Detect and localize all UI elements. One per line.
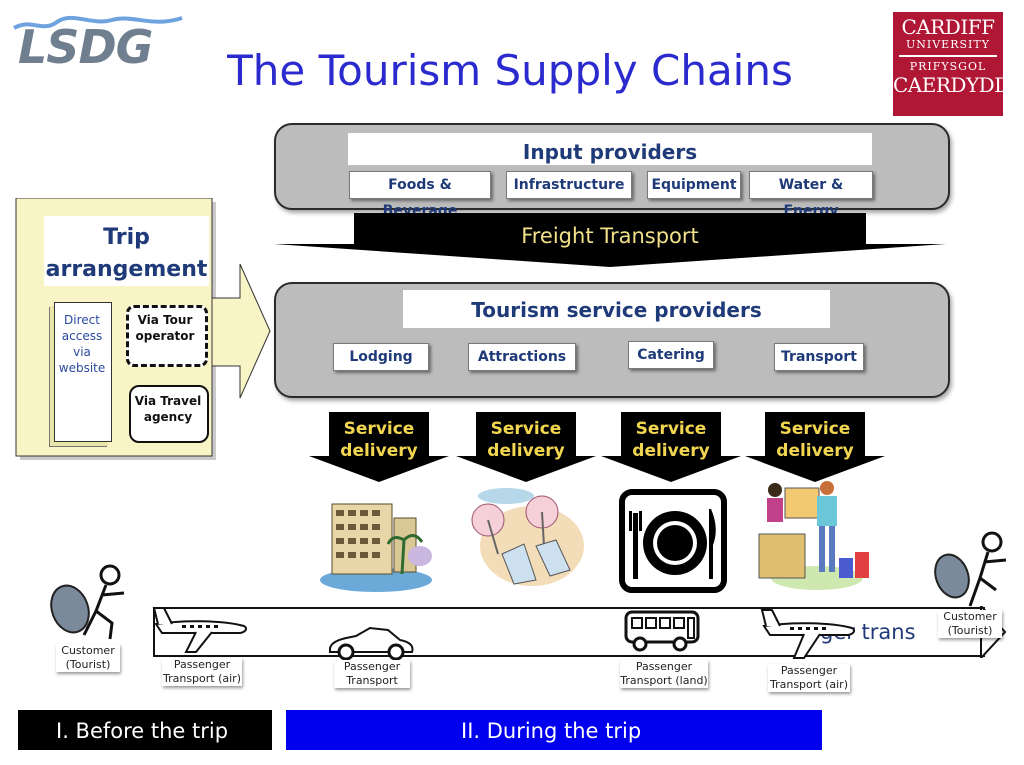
air-transport-caption-2: Passenger Transport (air): [768, 664, 850, 692]
cardiff-logo-line2: UNIVERSITY: [906, 38, 990, 51]
tourism-service-providers-heading: Tourism service providers: [403, 290, 830, 328]
input-item-water-energy: Water & Energy: [749, 171, 873, 219]
service-item-transport: Transport: [774, 343, 864, 371]
service-item-lodging: Lodging: [333, 343, 429, 371]
service-item-catering: Catering: [628, 341, 714, 369]
bus-icon: [624, 610, 700, 652]
cardiff-logo-line4: CAERDYDD: [893, 73, 1010, 97]
service-delivery-label-3: Service delivery: [632, 419, 710, 461]
tour-operator-box: [126, 305, 208, 367]
tourist-icon: [934, 531, 1007, 607]
car-icon: [329, 626, 414, 661]
page-title: The Tourism Supply Chains: [227, 46, 793, 95]
input-item-equipment: Equipment: [647, 171, 741, 199]
cardiff-logo-line3: PRIFYSGOL: [909, 60, 987, 73]
tourist-icon: [50, 564, 125, 640]
freight-transport-label: Freight Transport: [521, 224, 699, 248]
cardiff-logo-line1: CARDIFF: [901, 15, 996, 39]
input-item-infrastructure: Infrastructure: [506, 171, 632, 199]
service-item-attractions: Attractions: [468, 343, 576, 371]
car-transport-caption: Passenger Transport: [334, 660, 410, 688]
cardiff-university-logo: CARDIFF UNIVERSITY PRIFYSGOL CAERDYDD: [893, 12, 1010, 116]
input-providers-heading: Input providers: [348, 133, 872, 165]
lsdg-logo-swoosh: [13, 15, 183, 30]
freight-transport-arrow: [274, 213, 946, 267]
travel-agency-label: Via Travel agency: [134, 394, 202, 424]
service-delivery-label-2: Service delivery: [487, 419, 565, 461]
air-transport-caption-1: Passenger Transport (air): [162, 658, 242, 686]
service-delivery-arrow-1: [309, 412, 449, 482]
airplane-icon: [152, 607, 248, 653]
service-delivery-arrow-4: [745, 412, 885, 482]
hotel-icon: [320, 503, 432, 592]
tour-operator-label: Via Tour operator: [135, 313, 195, 343]
service-delivery-label-4: Service delivery: [776, 419, 854, 461]
phase-before-trip: I. Before the trip: [18, 710, 272, 750]
airplane-icon: [760, 609, 856, 659]
travel-agency-box: [129, 385, 209, 443]
input-item-foods: Foods & Beverage: [349, 171, 491, 219]
trip-arrangement-title: Trip arrangement: [45, 225, 208, 282]
shopping-icon: [758, 481, 869, 590]
trip-title-box: [44, 216, 209, 286]
customer-right-caption: Customer (Tourist): [938, 610, 1002, 638]
service-delivery-label-1: Service delivery: [340, 419, 418, 461]
service-delivery-arrow-3: [601, 412, 741, 482]
land-transport-caption: Passenger Transport (land): [620, 660, 708, 688]
plate-icon: [619, 489, 727, 593]
lsdg-logo: LSDG: [18, 20, 153, 74]
service-delivery-arrow-2: [456, 412, 596, 482]
phase-during-trip: II. During the trip: [286, 710, 822, 750]
customer-left-caption: Customer (Tourist): [56, 644, 120, 672]
direct-access-label: Direct access via website: [58, 313, 106, 375]
beach-icon: [471, 488, 584, 586]
direct-access-box: [54, 302, 112, 442]
